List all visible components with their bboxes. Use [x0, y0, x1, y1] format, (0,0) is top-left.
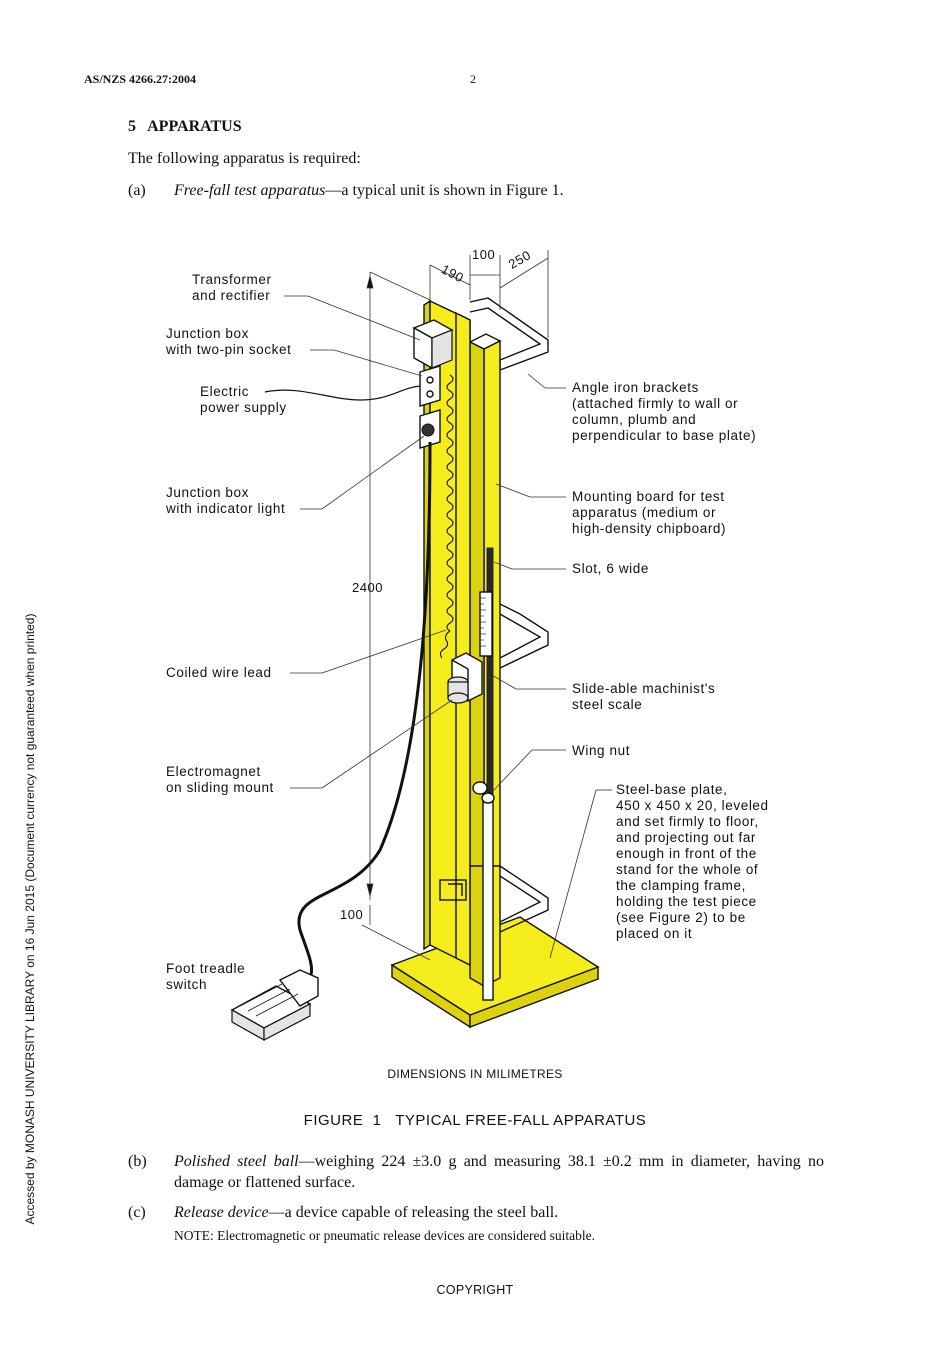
dim-100-bottom: 100 [340, 907, 364, 922]
item-text: —a typical unit is shown in Figure 1. [325, 182, 564, 199]
label-foot-treadle: Foot treadle switch [166, 961, 246, 992]
item-term: Release device [174, 1204, 269, 1221]
wing-nut [472, 781, 495, 804]
item-label: (b) [128, 1153, 147, 1170]
label-base-plate: Steel-base plate, 450 x 450 x 20, levele… [616, 782, 769, 941]
label-electromagnet: Electromagnet on sliding mount [166, 764, 274, 795]
angle-iron-bracket-bottom [439, 865, 549, 933]
label-wing-nut: Wing nut [572, 743, 631, 758]
intro-text: The following apparatus is required: [128, 150, 361, 167]
junction-box-light [419, 409, 441, 449]
item-label: (a) [128, 182, 146, 199]
section-title: 5 APPARATUS [128, 118, 242, 135]
mounting-board [423, 299, 502, 988]
dim-100-top: 100 [472, 247, 496, 262]
dimensions-note: DIMENSIONS IN MILIMETRES [387, 1067, 563, 1081]
leader-lines [284, 295, 612, 959]
item-label: (c) [128, 1204, 146, 1221]
label-transformer: Transformer and rectifier [192, 272, 272, 303]
label-slot: Slot, 6 wide [572, 561, 649, 576]
copyright-footer: COPYRIGHT [436, 1283, 514, 1297]
label-junction-light: Junction box with indicator light [166, 485, 286, 516]
label-angle-iron: Angle iron brackets (attached firmly to … [572, 380, 757, 443]
label-coiled-wire: Coiled wire lead [166, 665, 272, 680]
transformer-box [412, 319, 454, 370]
junction-box-socket [419, 365, 441, 407]
angle-iron-bracket-middle [499, 603, 549, 669]
coiled-wire [439, 374, 454, 659]
label-mounting-board: Mounting board for test apparatus (mediu… [572, 489, 727, 536]
dimension-lines [361, 250, 549, 961]
label-power-supply: Electric power supply [200, 384, 287, 415]
label-junction-socket: Junction box with two-pin socket [166, 326, 292, 357]
label-steel-scale: Slide-able machinist's steel scale [572, 681, 716, 712]
dim-2400: 2400 [352, 580, 383, 595]
power-cable [264, 385, 421, 401]
item-text: —weighing 224 ±3.0 g and measuring 38.1 … [174, 1153, 824, 1191]
item-term: Polished steel ball [174, 1153, 299, 1170]
note-text: NOTE: Electromagnetic or pneumatic relea… [174, 1228, 595, 1243]
item-text: —a device capable of releasing the steel… [268, 1204, 559, 1221]
figure-caption: FIGURE 1 TYPICAL FREE-FALL APPARATUS [303, 1112, 647, 1129]
item-term: Free-fall test apparatus [174, 182, 326, 199]
foot-cable [297, 441, 432, 992]
foot-treadle [230, 969, 319, 1042]
page-number: 2 [470, 72, 476, 86]
electromagnet-mount [447, 652, 483, 704]
access-watermark: Accessed by MONASH UNIVERSITY LIBRARY on… [23, 613, 37, 1225]
standard-number: AS/NZS 4266.27:2004 [84, 72, 197, 86]
